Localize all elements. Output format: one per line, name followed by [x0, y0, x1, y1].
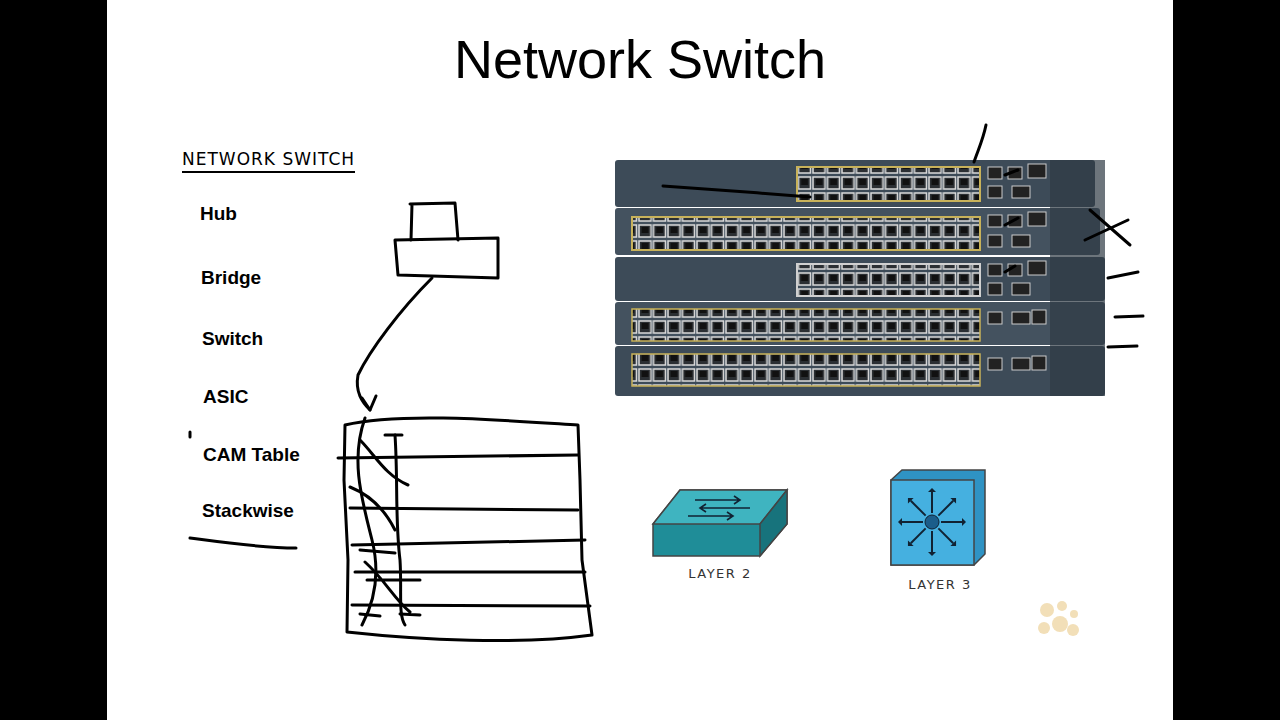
watermark-dots — [1038, 601, 1079, 636]
switch-stack — [615, 160, 1105, 396]
slide-title: Network Switch — [454, 28, 826, 90]
layer3-switch-icon: LAYER 3 — [878, 466, 1002, 594]
list-item: Hub — [200, 203, 237, 225]
list-item: ASIC — [203, 386, 248, 408]
list-item: Stackwise — [202, 500, 294, 522]
list-heading: NETWORK SWITCH — [182, 149, 355, 173]
layer2-switch-icon: LAYER 2 — [640, 484, 800, 584]
pen-strokes — [190, 125, 1143, 641]
list-item: CAM Table — [203, 444, 300, 466]
icon-caption: LAYER 2 — [640, 566, 800, 581]
icon-caption: LAYER 3 — [878, 577, 1002, 592]
icon-shape — [878, 466, 1002, 594]
list-item: Bridge — [201, 267, 261, 289]
list-item: Switch — [202, 328, 263, 350]
